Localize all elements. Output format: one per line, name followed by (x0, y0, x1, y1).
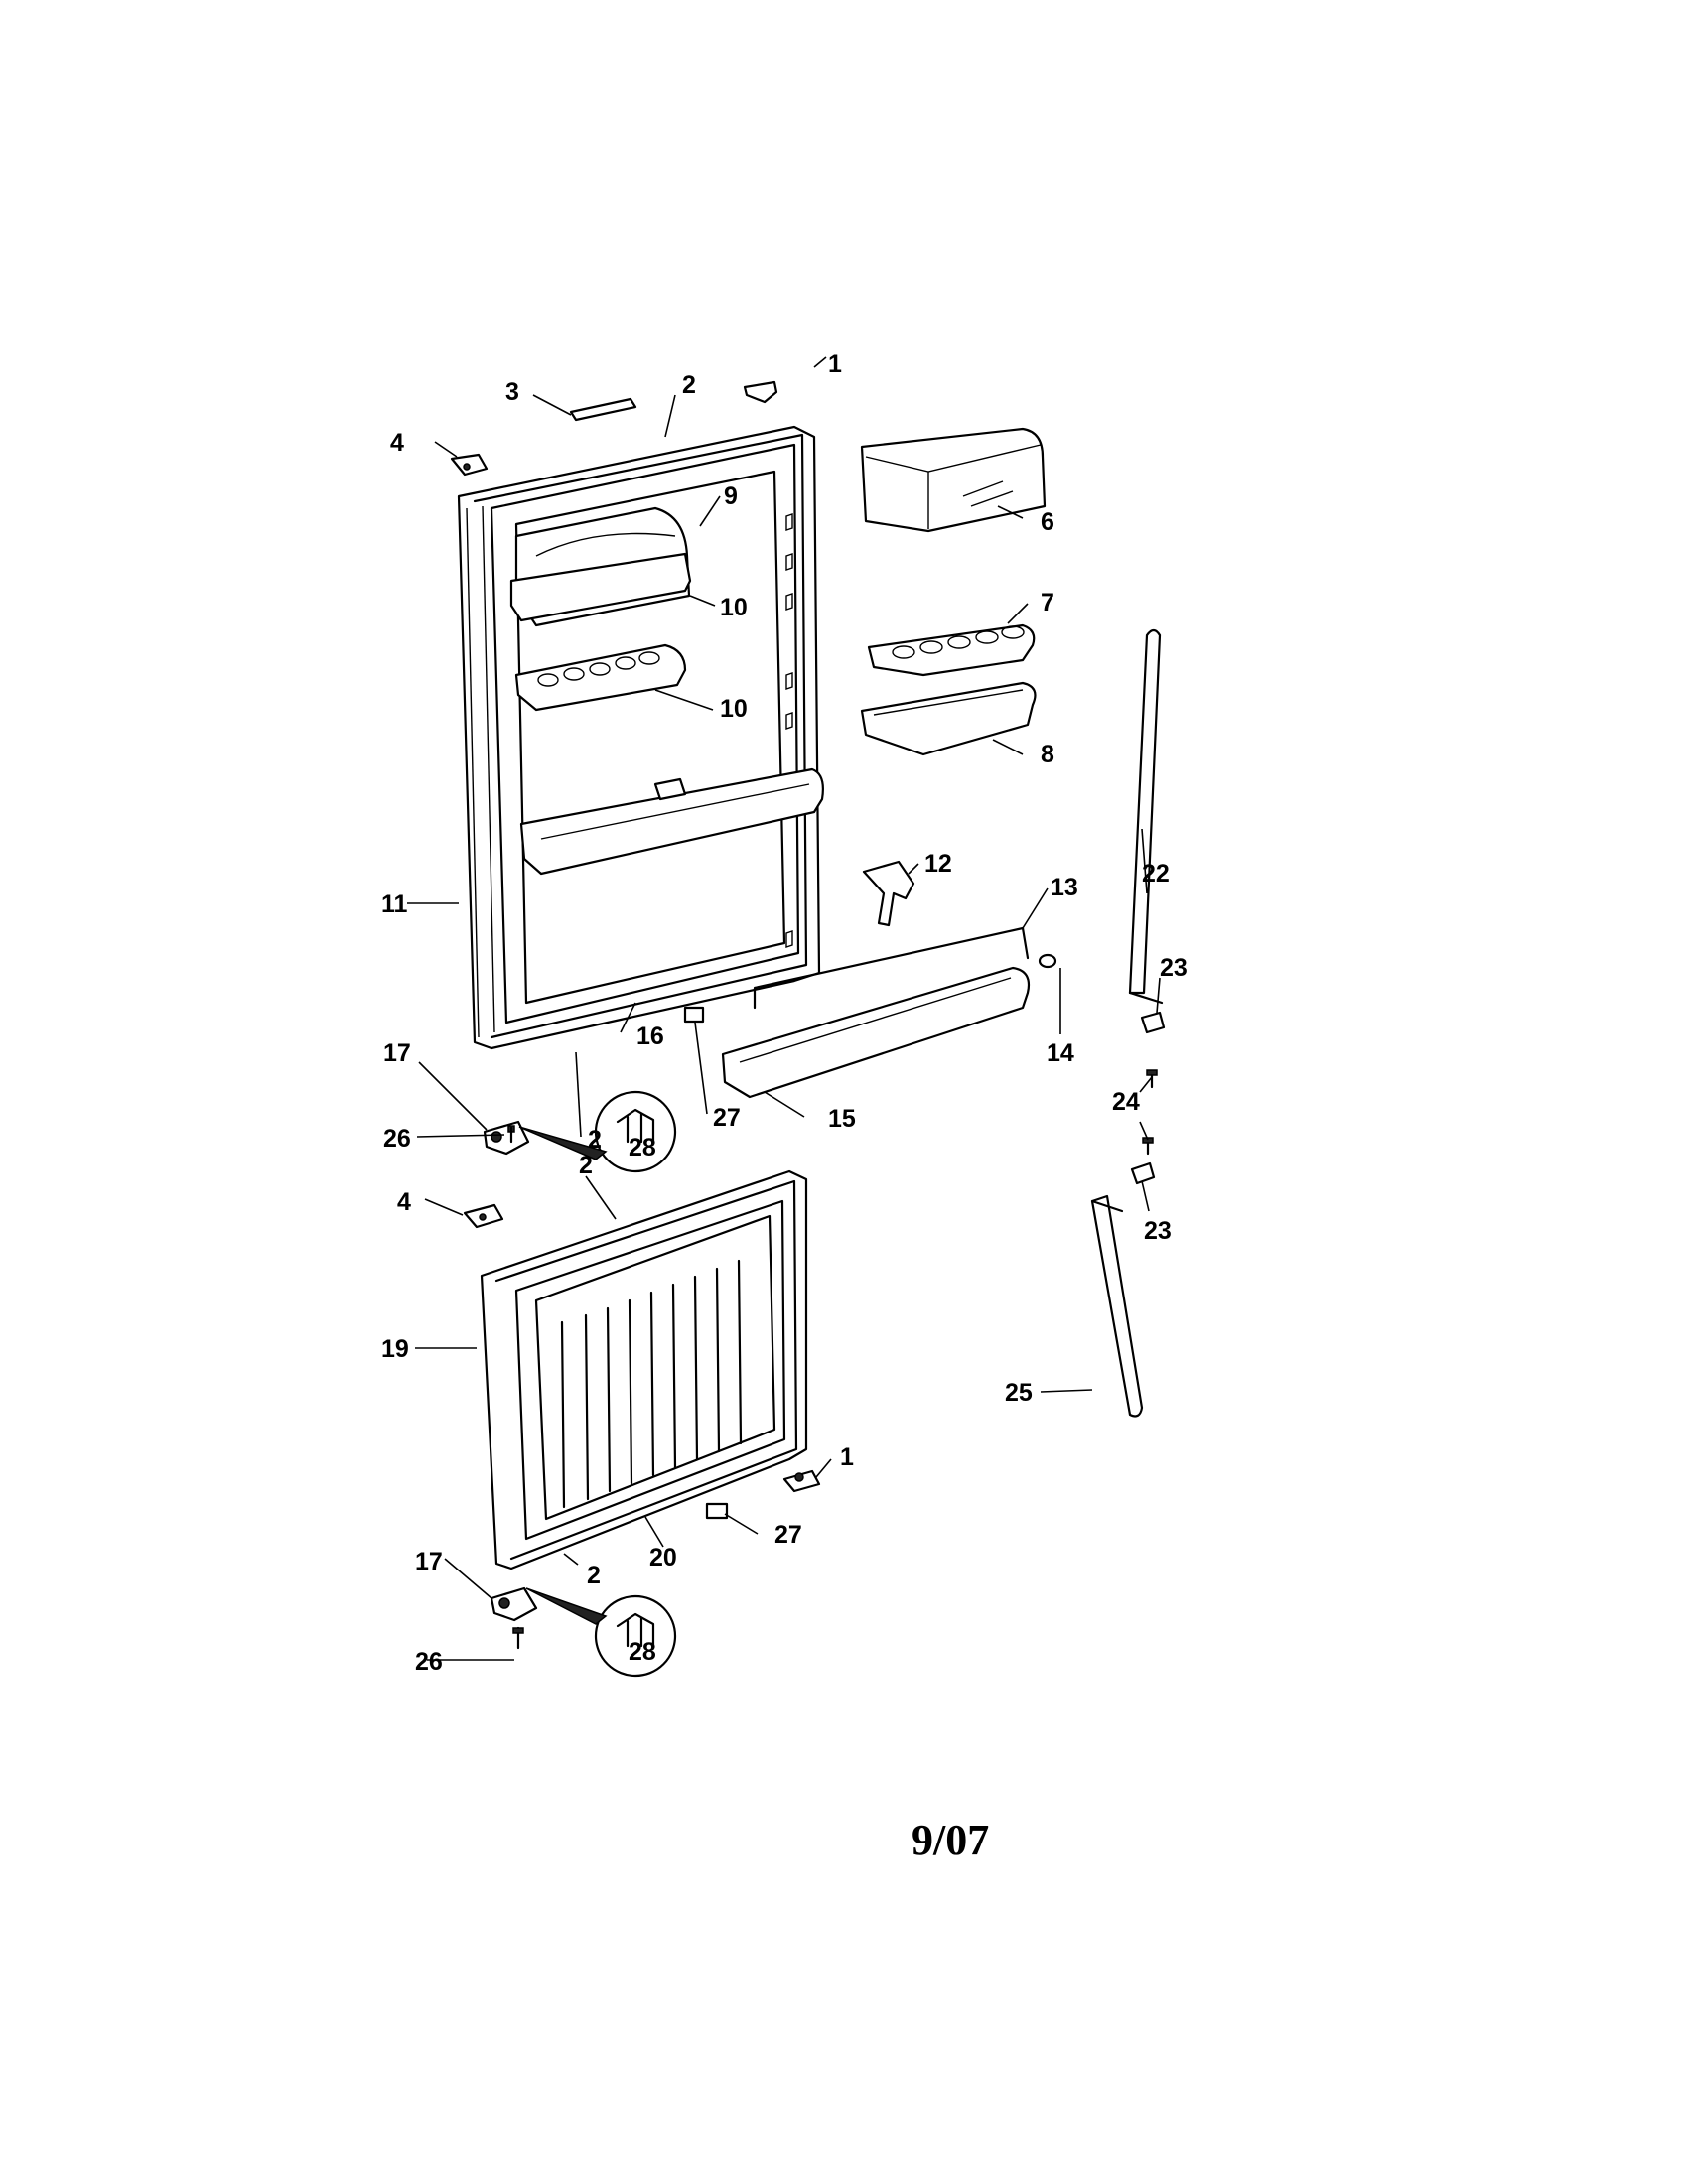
label-17-lower: 17 (415, 1548, 443, 1575)
label-24: 24 (1112, 1088, 1140, 1116)
label-3: 3 (505, 378, 519, 406)
door-bin-8 (860, 681, 1037, 756)
detail-circle-28-upper (518, 1090, 677, 1173)
handle-22 (1128, 628, 1164, 1005)
screw-26-lower (512, 1626, 524, 1650)
screw-26-upper (507, 1125, 515, 1144)
handle-25 (1090, 1194, 1144, 1418)
label-23-lower: 23 (1144, 1217, 1172, 1245)
label-8: 8 (1041, 741, 1054, 768)
plug-14 (1038, 953, 1057, 969)
label-9: 9 (724, 482, 738, 510)
handle-bracket-23-upper (1140, 1011, 1166, 1034)
label-4-lower: 4 (397, 1188, 411, 1216)
label-27-lower (705, 1502, 729, 1520)
shelf-rod-13 (753, 926, 1030, 1010)
label-1-bottom: 1 (840, 1443, 854, 1471)
label-13: 13 (1051, 874, 1078, 901)
top-hinge-cap-1 (743, 380, 778, 404)
label-4-upper: 4 (390, 429, 404, 457)
label-23-upper: 23 (1160, 954, 1188, 982)
label-2-top: 2 (682, 371, 696, 399)
detail-circle-28-lower (525, 1587, 677, 1678)
bottom-hinge-cap-1 (782, 1469, 821, 1493)
label-22: 22 (1142, 860, 1170, 887)
label-20: 20 (649, 1544, 677, 1571)
leader-lines (407, 356, 1161, 1661)
door-bin-15 (721, 966, 1031, 1099)
lower-door (480, 1169, 808, 1570)
screw-24 (1142, 1069, 1158, 1156)
label-27-upper (683, 1006, 705, 1024)
label-17-upper: 17 (383, 1039, 411, 1067)
label-26-lower: 26 (415, 1648, 443, 1676)
label-27-lower: 27 (774, 1521, 802, 1549)
label-25: 25 (1005, 1379, 1033, 1407)
hinge-plate-4-lower (463, 1203, 504, 1229)
label-2-upper-bottom: 2 (588, 1126, 602, 1154)
label-2-lower-top: 2 (579, 1152, 593, 1179)
label-10-lower: 10 (720, 695, 748, 723)
part-labels: 1 2 3 4 9 6 10 7 10 8 22 12 13 11 23 14 … (381, 350, 1188, 1676)
handle-bracket-23-lower (1130, 1161, 1156, 1185)
shelf-clip-12 (862, 860, 915, 927)
door-shelf-bar (519, 767, 824, 876)
label-11: 11 (381, 890, 408, 918)
egg-tray-7 (867, 623, 1036, 677)
label-1-top: 1 (828, 350, 842, 378)
label-15: 15 (828, 1105, 856, 1133)
hinge-cover-3 (569, 397, 637, 422)
hinge-plate-4-upper (450, 453, 489, 477)
hinge-17-upper (483, 1120, 530, 1156)
label-6: 6 (1041, 508, 1054, 536)
door-shelf-10-egg (514, 643, 687, 712)
label-28-lower: 28 (629, 1638, 656, 1666)
crisper-cover-6 (860, 427, 1047, 533)
label-2-lower-bottom: 2 (587, 1562, 601, 1589)
footer-revision-code: 9/07 (912, 1816, 990, 1864)
hinge-17-lower (490, 1586, 538, 1622)
label-14: 14 (1047, 1039, 1074, 1067)
door-shelf-10-upper (509, 552, 692, 622)
label-7: 7 (1041, 589, 1054, 616)
label-26-upper: 26 (383, 1125, 411, 1153)
label-19: 19 (381, 1335, 409, 1363)
label-10-upper: 10 (720, 594, 748, 621)
label-27-upper: 27 (713, 1104, 741, 1132)
label-28-upper: 28 (629, 1134, 656, 1161)
label-16: 16 (636, 1023, 664, 1050)
label-12: 12 (924, 850, 952, 878)
